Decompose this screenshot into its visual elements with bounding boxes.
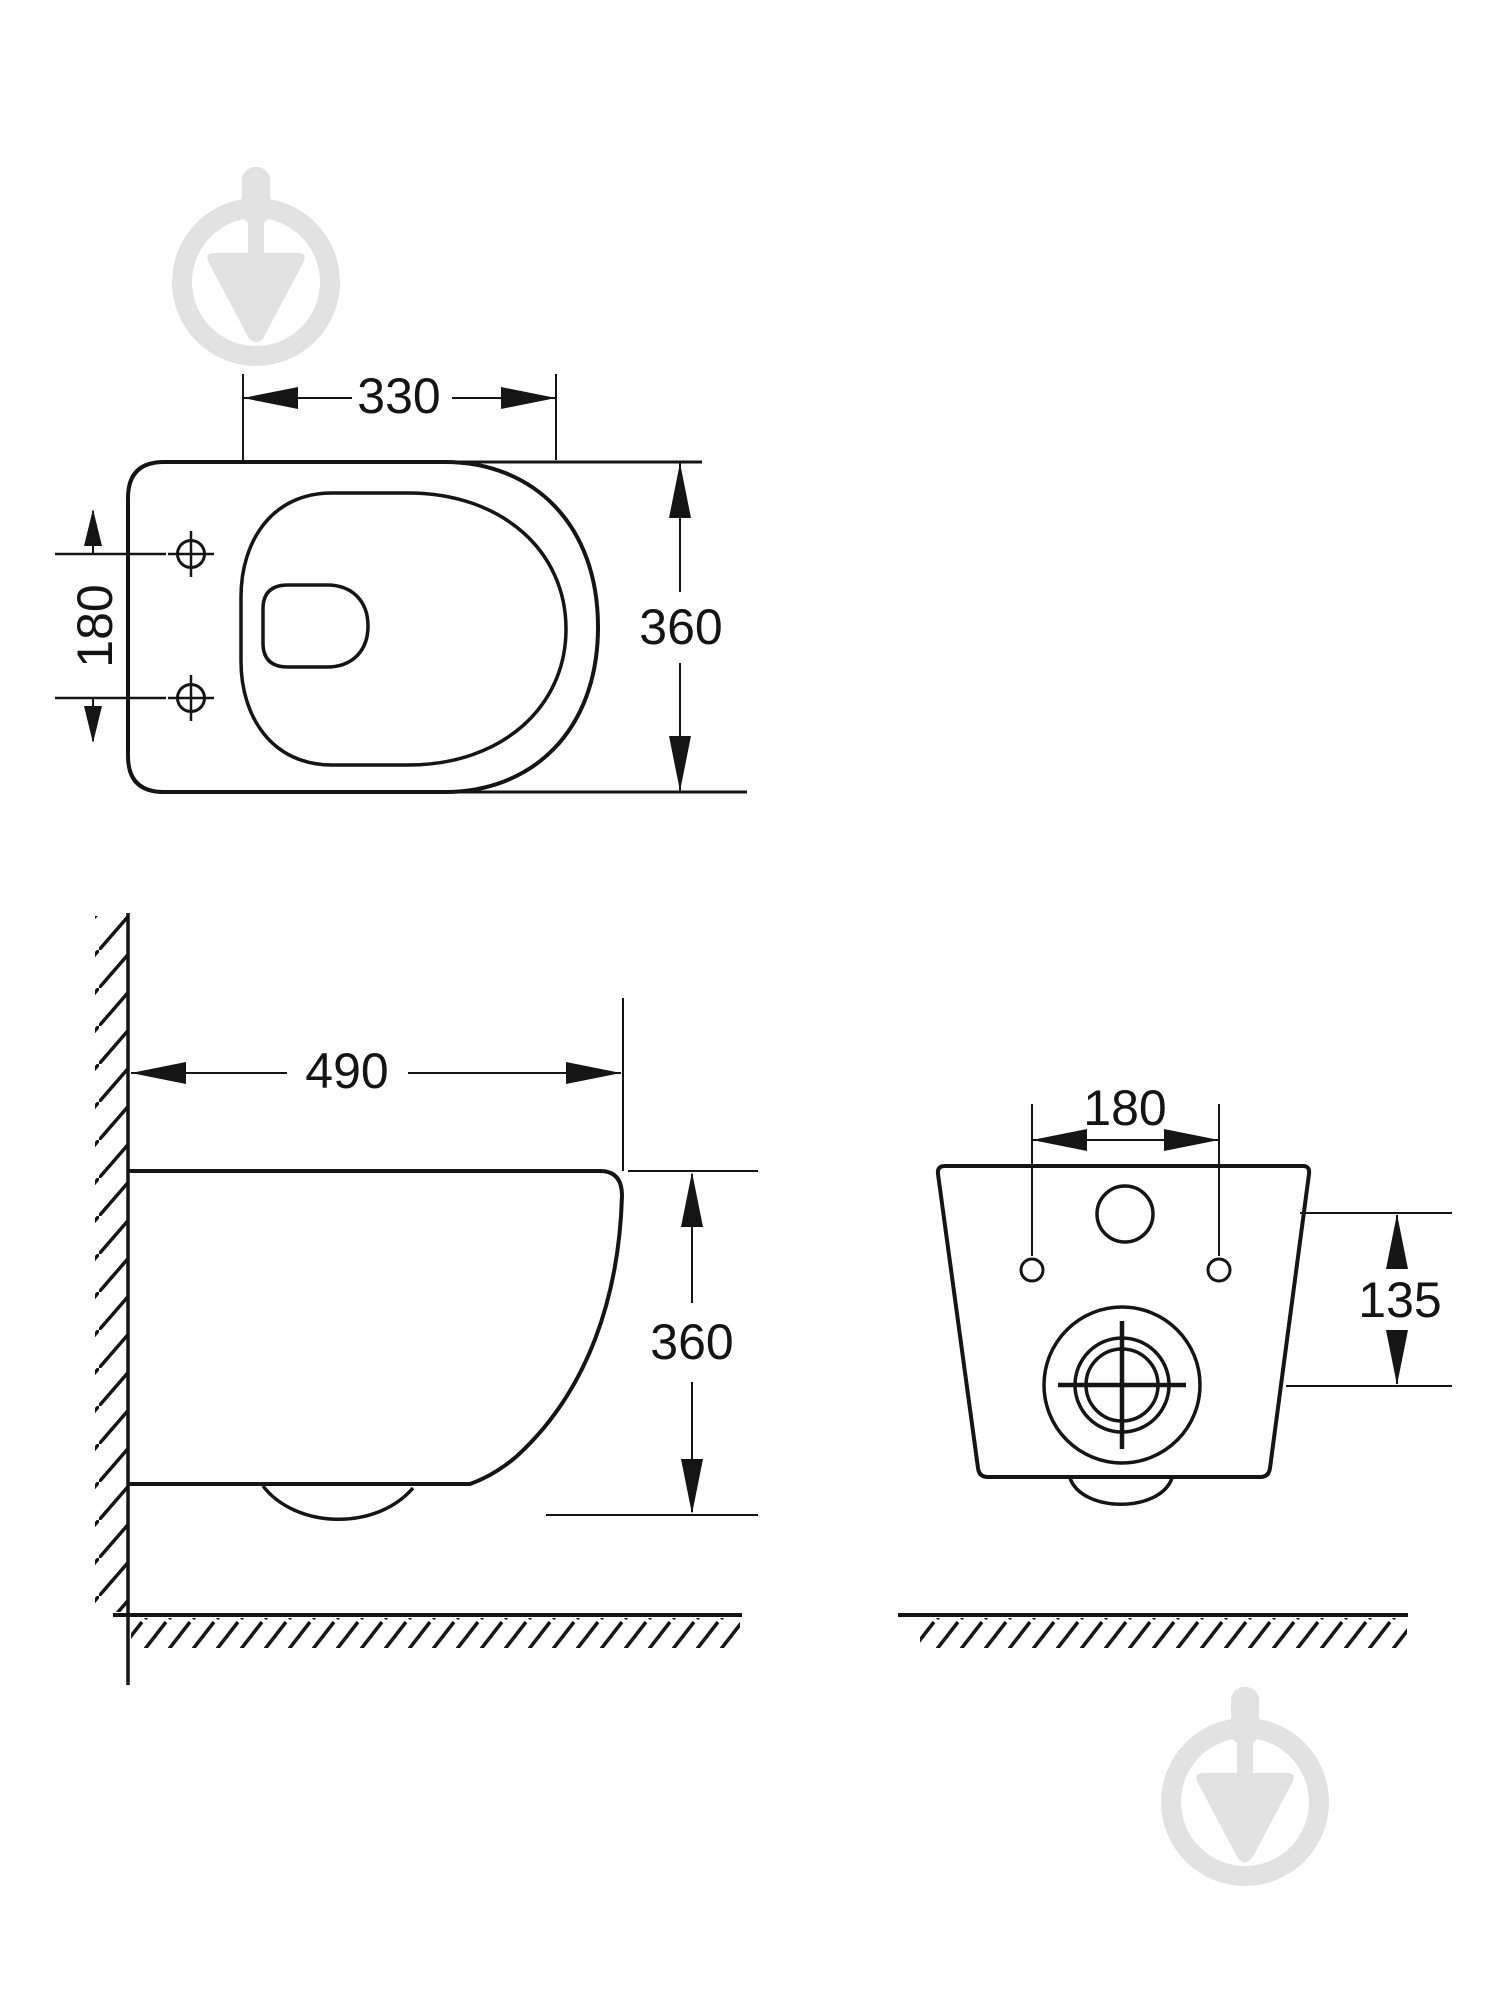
arrowhead-icon <box>1386 1214 1408 1269</box>
waste-outlet <box>1042 1305 1202 1465</box>
arrowhead-icon <box>84 706 102 743</box>
side-view: 490 360 <box>95 913 758 1685</box>
arrowhead-icon <box>681 1172 703 1227</box>
dim-back-outlet-offset: 135 <box>1286 1212 1452 1387</box>
bowl-outline-side <box>128 1169 625 1486</box>
dim-back-bolt-spacing: 180 <box>1031 1080 1220 1256</box>
dim-label-back-outlet-offset: 135 <box>1358 1272 1441 1328</box>
arrowhead-icon <box>669 736 691 791</box>
ground-hatch <box>131 1618 740 1648</box>
dim-side-height: 360 <box>546 1170 758 1516</box>
dim-label-side-height: 360 <box>650 1314 733 1370</box>
arrowhead-icon <box>1032 1129 1087 1151</box>
dim-label-side-depth: 490 <box>305 1043 388 1099</box>
bowl-outline-back <box>935 1164 1312 1479</box>
flush-opening <box>261 583 370 669</box>
dim-seat-hole-spacing: 180 <box>55 509 166 743</box>
arrowhead-icon <box>669 463 691 518</box>
water-supply-hole <box>1095 1184 1155 1244</box>
arrowhead-icon <box>1164 1129 1219 1151</box>
mounting-bolt-hole-left <box>1019 1257 1045 1283</box>
dim-label-top-depth: 360 <box>639 599 722 655</box>
trowel-logo-icon <box>182 167 330 356</box>
arrowhead-icon <box>501 387 556 409</box>
dim-top-width: 330 <box>242 368 557 460</box>
arrowhead-icon <box>566 1062 621 1084</box>
top-view: 330 360 180 <box>55 368 747 794</box>
arrowhead-icon <box>681 1459 703 1514</box>
seat-hinge-hole-bottom <box>168 675 214 721</box>
seat-hinge-hole-top <box>168 531 214 577</box>
outlet-bulge <box>1068 1477 1174 1506</box>
arrowhead-icon <box>131 1062 186 1084</box>
trowel-logo-icon <box>1171 1687 1319 1876</box>
dim-side-depth: 490 <box>131 998 624 1171</box>
arrowhead-icon <box>84 509 102 546</box>
dim-label-back-bolt-spacing: 180 <box>1083 1080 1166 1136</box>
trap-outline <box>261 1484 415 1521</box>
dim-top-depth: 360 <box>639 463 723 791</box>
back-view: 180 135 <box>898 1080 1452 1648</box>
arrowhead-icon <box>243 387 298 409</box>
mounting-bolt-hole-right <box>1206 1257 1232 1283</box>
brand-watermark-top-left <box>182 167 330 356</box>
seat-opening <box>239 491 568 767</box>
ground-hatch <box>920 1618 1407 1648</box>
wall-hatch <box>95 916 127 1612</box>
bowl-outline-top <box>126 460 601 794</box>
arrowhead-icon <box>1386 1330 1408 1385</box>
brand-watermark-bottom-right <box>1171 1687 1319 1876</box>
dim-label-seat-hole-spacing: 180 <box>67 584 123 667</box>
dim-label-top-width: 330 <box>357 368 440 424</box>
